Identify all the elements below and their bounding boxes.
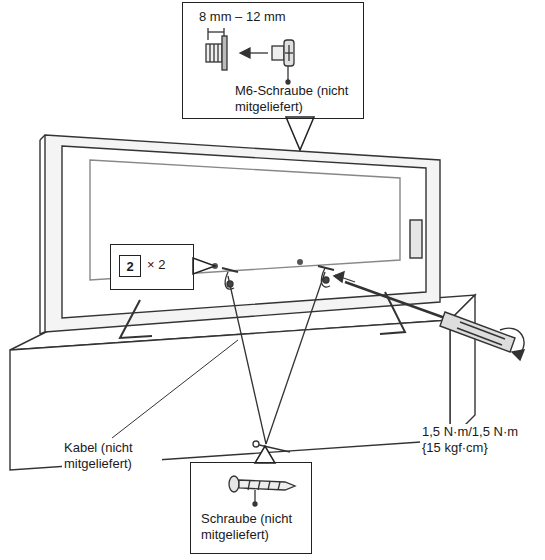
callout-box: 8 mm – 12 mm M6-Schraube (nicht mitgelief… [182, 2, 364, 119]
m6-screw-detail [206, 28, 294, 84]
callout-box: Schraube (nicht mitgeliefert) [190, 462, 312, 554]
part-label: Kabel (nicht mitgeliefert) [62, 440, 162, 472]
television [40, 135, 440, 338]
screwdriver [334, 272, 524, 360]
callout-pointer [286, 117, 314, 150]
tv-bolt-holes [212, 259, 303, 269]
icon-number: 2 [119, 255, 141, 277]
cable-leader [112, 340, 238, 438]
callout-pointer [255, 446, 275, 463]
callout-ground [182, 2, 364, 118]
callout-text: M6-Schraube (nicht mitgeliefert) [235, 83, 359, 115]
cabinet-screw [253, 441, 290, 452]
callout-pointer [193, 258, 215, 274]
callout-ground [110, 244, 194, 290]
cables [225, 268, 330, 444]
callout-text: Schraube (nicht mitgeliefert) [201, 511, 305, 543]
part-label: 1,5 N·m/1,5 N·m {15 kgf·cm} [420, 424, 542, 456]
callout-ground [190, 462, 312, 554]
wood-screw-detail [229, 476, 295, 506]
callout-text: 8 mm – 12 mm [199, 9, 349, 25]
callout-text: × 2 [147, 257, 187, 273]
callout-box: 2 × 2 [110, 244, 194, 290]
bolt-marks [222, 266, 334, 272]
